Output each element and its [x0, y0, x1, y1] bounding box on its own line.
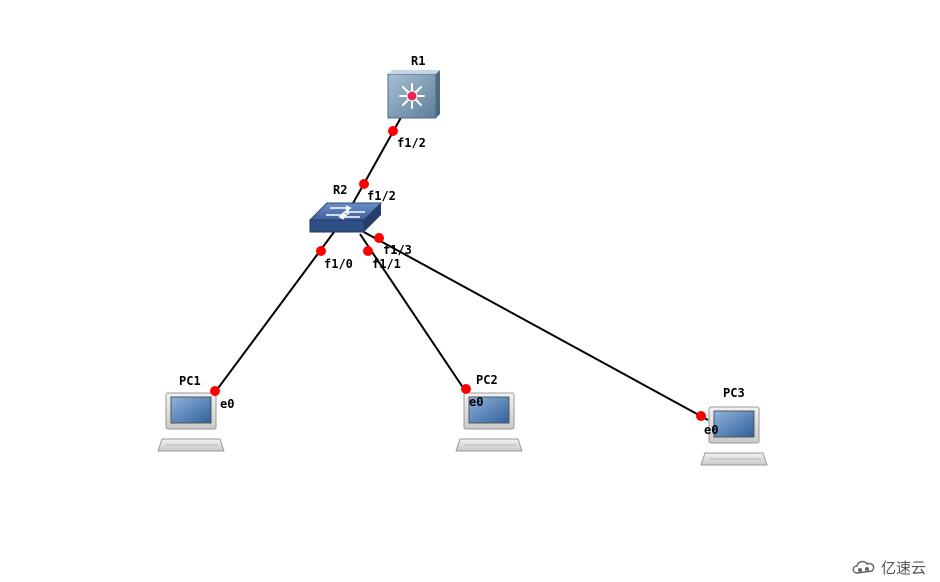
port-label-r2-f11: f1/1 — [372, 257, 401, 271]
port-label-r1-f12: f1/2 — [397, 136, 426, 150]
link-r2-pc2[interactable] — [359, 233, 469, 396]
pc3[interactable]: PC3 — [700, 386, 768, 466]
r1-label: R1 — [411, 54, 425, 68]
pc2[interactable]: PC2 — [455, 373, 523, 452]
r2-label: R2 — [333, 183, 347, 197]
link-r1-r2[interactable] — [351, 104, 409, 206]
port-dot-r2-f10[interactable] — [316, 246, 326, 256]
port-label-r2-f13: f1/3 — [383, 243, 412, 257]
port-label-pc3-e0: e0 — [704, 423, 718, 437]
link-r2-pc3[interactable] — [361, 230, 709, 421]
cloud-logo-icon — [852, 560, 875, 574]
port-label-pc2-e0: e0 — [469, 395, 483, 409]
port-dot-r1-f12[interactable] — [388, 126, 398, 136]
watermark-text: 亿速云 — [880, 558, 926, 577]
pc-icon — [157, 392, 225, 452]
router-icon — [387, 70, 440, 119]
pc2-label: PC2 — [476, 373, 498, 387]
port-label-pc1-e0: e0 — [220, 397, 234, 411]
pc-icon — [700, 406, 768, 466]
port-dot-r2-f13[interactable] — [374, 233, 384, 243]
port-dot-pc2-e0[interactable] — [461, 384, 471, 394]
router-r1[interactable]: R1 — [387, 54, 440, 119]
link-r2-pc1[interactable] — [212, 231, 335, 396]
pc3-label: PC3 — [723, 386, 745, 400]
port-dot-pc1-e0[interactable] — [210, 386, 220, 396]
switch-r2[interactable]: R2 — [308, 183, 383, 233]
port-dot-r2-f12[interactable] — [359, 179, 369, 189]
pc1-label: PC1 — [179, 374, 201, 388]
port-label-r2-f10: f1/0 — [324, 257, 353, 271]
switch-icon — [308, 202, 383, 233]
port-dot-r2-f11[interactable] — [363, 246, 373, 256]
port-dot-pc3-e0[interactable] — [696, 411, 706, 421]
pc1[interactable]: PC1 — [157, 374, 225, 452]
port-label-r2-f12: f1/2 — [367, 189, 396, 203]
watermark: 亿速云 — [851, 556, 926, 578]
pc-icon — [455, 392, 523, 452]
